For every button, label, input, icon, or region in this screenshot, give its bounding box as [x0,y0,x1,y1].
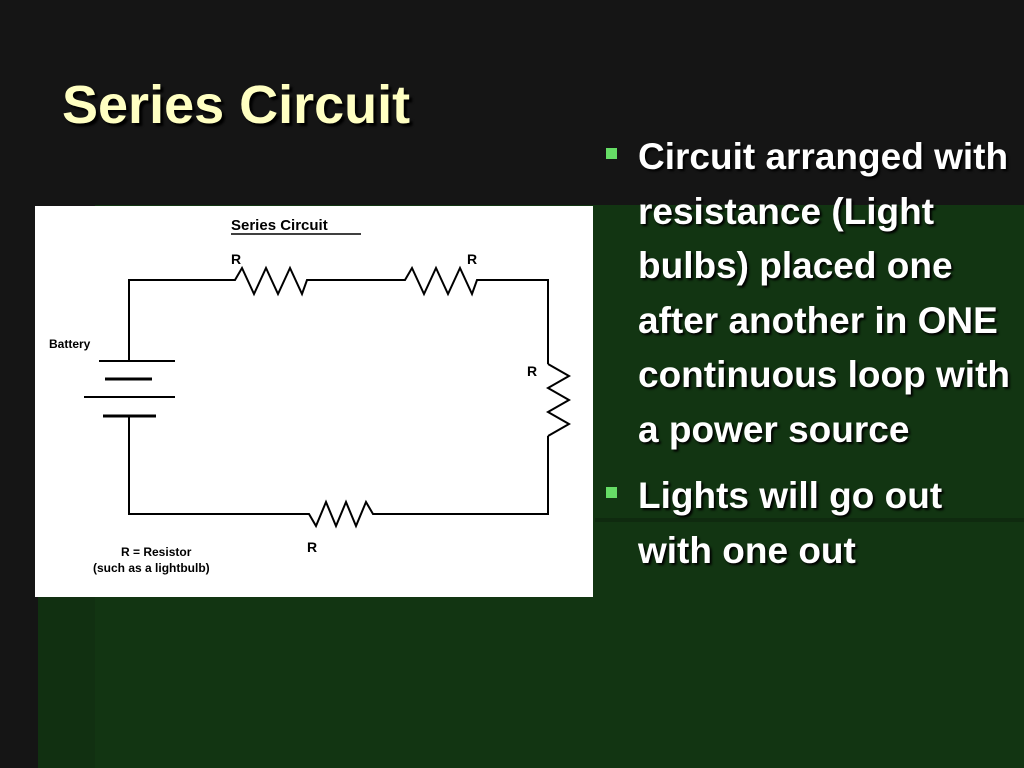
series-circuit-diagram: Series Circuit Battery R R R R R = Resis… [35,206,593,597]
bullet-item: Lights will go out with one out [604,469,1019,578]
bullet-text: Circuit arranged with resistance (Light … [638,136,1010,450]
legend-line-1: R = Resistor [121,545,192,559]
battery-symbol [84,360,175,418]
battery-label: Battery [49,337,91,351]
bullet-item: Circuit arranged with resistance (Light … [604,130,1019,457]
resistor-label-top-right: R [467,251,477,267]
green-background-strip [38,597,95,768]
square-bullet-icon [606,148,617,159]
resistor-label-top-left: R [231,251,241,267]
green-background-band [595,518,1024,522]
right-resistor-zigzag [545,363,572,437]
resistor-label-bottom: R [307,539,317,555]
slide-title: Series Circuit [62,75,411,135]
square-bullet-icon [606,487,617,498]
top-wire [128,265,549,364]
legend-line-2: (such as a lightbulb) [93,561,210,575]
resistor-label-right: R [527,363,537,379]
bullet-list: Circuit arranged with resistance (Light … [604,130,1019,590]
circuit-svg: Series Circuit Battery R R R R R = Resis… [49,217,572,575]
diagram-title: Series Circuit [231,217,328,234]
bottom-wire [128,416,549,529]
bullet-text: Lights will go out with one out [638,475,943,571]
